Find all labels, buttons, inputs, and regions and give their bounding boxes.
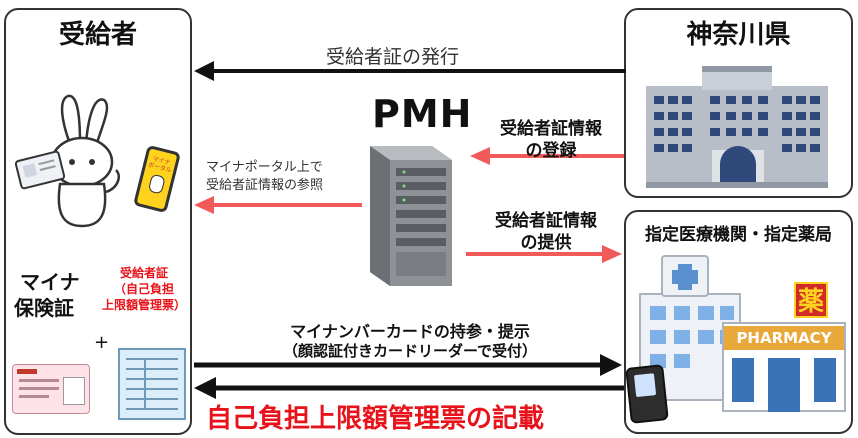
insurance-card-icon	[12, 364, 90, 414]
mynacard-label-line2: 保険証	[14, 296, 74, 320]
cert-label-line3: 上限額管理票）	[101, 298, 186, 312]
certificate-form-icon	[118, 348, 186, 420]
rabbit-mascot-icon	[14, 94, 120, 228]
provide-label-line2: の提供	[520, 233, 572, 253]
pharmacy-kanji-sign: 薬	[794, 282, 828, 318]
pharmacy-icon: 薬 PHARMACY	[722, 282, 846, 412]
pharmacy-window-left	[732, 358, 754, 402]
plus-sign: +	[94, 332, 110, 353]
bring-arrow	[194, 354, 622, 376]
bring-label-line1: マイナンバーカードの持参・提示	[290, 322, 530, 341]
provide-label-line1: 受給者証情報	[495, 211, 597, 231]
kanagawa-title: 神奈川県	[686, 20, 791, 50]
pmh-label: PMH	[372, 92, 473, 136]
portal-label-line2: 受給者証情報の参照	[206, 178, 324, 193]
institution-title: 指定医療機関・指定薬局	[645, 225, 832, 245]
insurance-card-photo	[63, 377, 85, 405]
portal-arrow	[194, 196, 362, 214]
mynacard-label-line1: マイナ	[20, 270, 80, 294]
pharmacy-door	[768, 358, 800, 412]
office-building-icon	[646, 66, 828, 188]
provide-arrow	[466, 245, 622, 263]
portal-label-line1: マイナポータル上で	[206, 160, 323, 175]
record-arrow	[194, 377, 624, 399]
pharmacy-sign: PHARMACY	[724, 326, 844, 350]
card-reader-screen	[633, 373, 657, 398]
pharmacy-window-right	[814, 358, 836, 402]
register-arrow	[470, 147, 624, 165]
cert-label-line2: （自己負担	[113, 282, 174, 296]
issue-label: 受給者証の発行	[326, 46, 460, 68]
issue-arrow	[194, 61, 626, 81]
smartphone-rabbit-icon	[147, 173, 166, 195]
recipient-title: 受給者	[58, 20, 137, 50]
bring-label-line2: （顔認証付きカードリーダーで受付）	[282, 342, 538, 360]
register-label-line1: 受給者証情報	[500, 119, 602, 139]
card-reader-icon	[625, 364, 669, 424]
record-label: 自己負担上限額管理票の記載	[206, 404, 545, 434]
register-label-line2: の登録	[525, 141, 577, 161]
server-icon	[370, 146, 452, 286]
cert-label-line1: 受給者証	[119, 266, 168, 280]
